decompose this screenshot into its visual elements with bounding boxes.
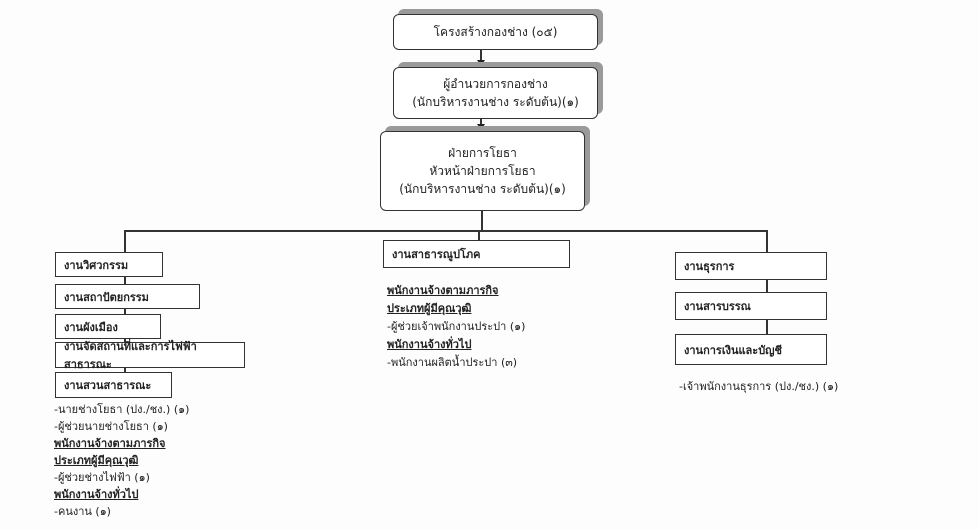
unit-city-planning: งานผังเมือง xyxy=(55,314,161,339)
unit-finance: งานการเงินและบัญชี xyxy=(675,334,827,365)
unit-general-admin: งานธุรการ xyxy=(675,252,827,280)
director-title: ผู้อำนวยการกองช่าง xyxy=(443,77,548,91)
section-heading: พนักงานจ้างทั่วไป xyxy=(54,488,139,501)
staff-item: -ผู้ช่วยนายช่างโยธา (๑) xyxy=(54,420,168,433)
unit-label: งานผังเมือง xyxy=(64,320,118,334)
division-head: หัวหน้าฝ่ายการโยธา xyxy=(429,164,536,178)
section-heading: ประเภทผู้มีคุณวุฒิ xyxy=(54,454,139,467)
unit-label: งานสารบรรณ xyxy=(684,300,751,313)
staff-item: -ผู้ช่วยช่างไฟฟ้า (๑) xyxy=(54,471,150,484)
connector xyxy=(478,230,480,240)
staff-item: -นายช่างโยธา (ปง./ชง.) (๑) xyxy=(54,403,190,416)
section-heading: พนักงานจ้างตามภารกิจ xyxy=(54,437,166,450)
arrow-down-icon xyxy=(477,124,485,130)
section-heading: พนักงานจ้างทั่วไป xyxy=(387,338,472,351)
unit-engineering: งานวิศวกรรม xyxy=(55,252,163,277)
connector xyxy=(124,230,767,232)
unit-label: งานจัดสถานที่และการไฟฟ้าสาธารณะ xyxy=(64,340,197,371)
unit-utilities: งานสาธารณูปโภค xyxy=(383,240,570,268)
connector xyxy=(480,117,482,126)
unit-label: งานวิศวกรรม xyxy=(64,258,129,272)
unit-label: งานสถาปัตยกรรม xyxy=(64,290,149,304)
left-staff-list: -นายช่างโยธา (ปง./ชง.) (๑) -ผู้ช่วยนายช่… xyxy=(54,401,189,520)
unit-architecture: งานสถาปัตยกรรม xyxy=(55,284,200,309)
right-staff: -เจ้าพนักงานธุรการ (ปง./ชง.) (๑) xyxy=(679,380,839,393)
division-box: ฝ่ายการโยธา หัวหน้าฝ่ายการโยธา (นักบริหา… xyxy=(380,131,585,211)
section-heading: ประเภทผู้มีคุณวุฒิ xyxy=(387,302,472,315)
unit-public-parks: งานสวนสาธารณะ xyxy=(55,372,172,398)
unit-label: งานธุรการ xyxy=(684,260,735,273)
arrow-down-icon xyxy=(477,60,485,66)
unit-correspondence: งานสารบรรณ xyxy=(675,292,827,320)
unit-label: งานสาธารณูปโภค xyxy=(392,248,481,261)
director-rank: (นักบริหารงานช่าง ระดับต้น)(๑) xyxy=(412,95,579,109)
top-title: โครงสร้างกองช่าง (๐๕) xyxy=(433,25,558,39)
staff-item: -ผู้ช่วยเจ้าพนักงานประปา (๑) xyxy=(387,320,526,333)
middle-staff-list: พนักงานจ้างตามภารกิจ ประเภทผู้มีคุณวุฒิ … xyxy=(387,282,525,372)
unit-label: งานสวนสาธารณะ xyxy=(64,379,152,392)
connector xyxy=(481,209,483,230)
staff-item: -คนงาน (๑) xyxy=(54,505,111,518)
director-box: ผู้อำนวยการกองช่าง (นักบริหารงานช่าง ระด… xyxy=(393,67,598,119)
division-rank: (นักบริหารงานช่าง ระดับต้น)(๑) xyxy=(399,182,566,196)
connector xyxy=(480,48,482,62)
section-heading: พนักงานจ้างตามภารกิจ xyxy=(387,284,499,297)
top-box: โครงสร้างกองช่าง (๐๕) xyxy=(393,14,598,50)
connector xyxy=(766,230,768,350)
staff-item: -พนักงานผลิตน้ำประปา (๓) xyxy=(387,356,518,369)
division-name: ฝ่ายการโยธา xyxy=(448,146,517,160)
unit-public-lighting: งานจัดสถานที่และการไฟฟ้าสาธารณะ xyxy=(55,340,245,371)
unit-label: งานการเงินและบัญชี xyxy=(684,343,783,357)
